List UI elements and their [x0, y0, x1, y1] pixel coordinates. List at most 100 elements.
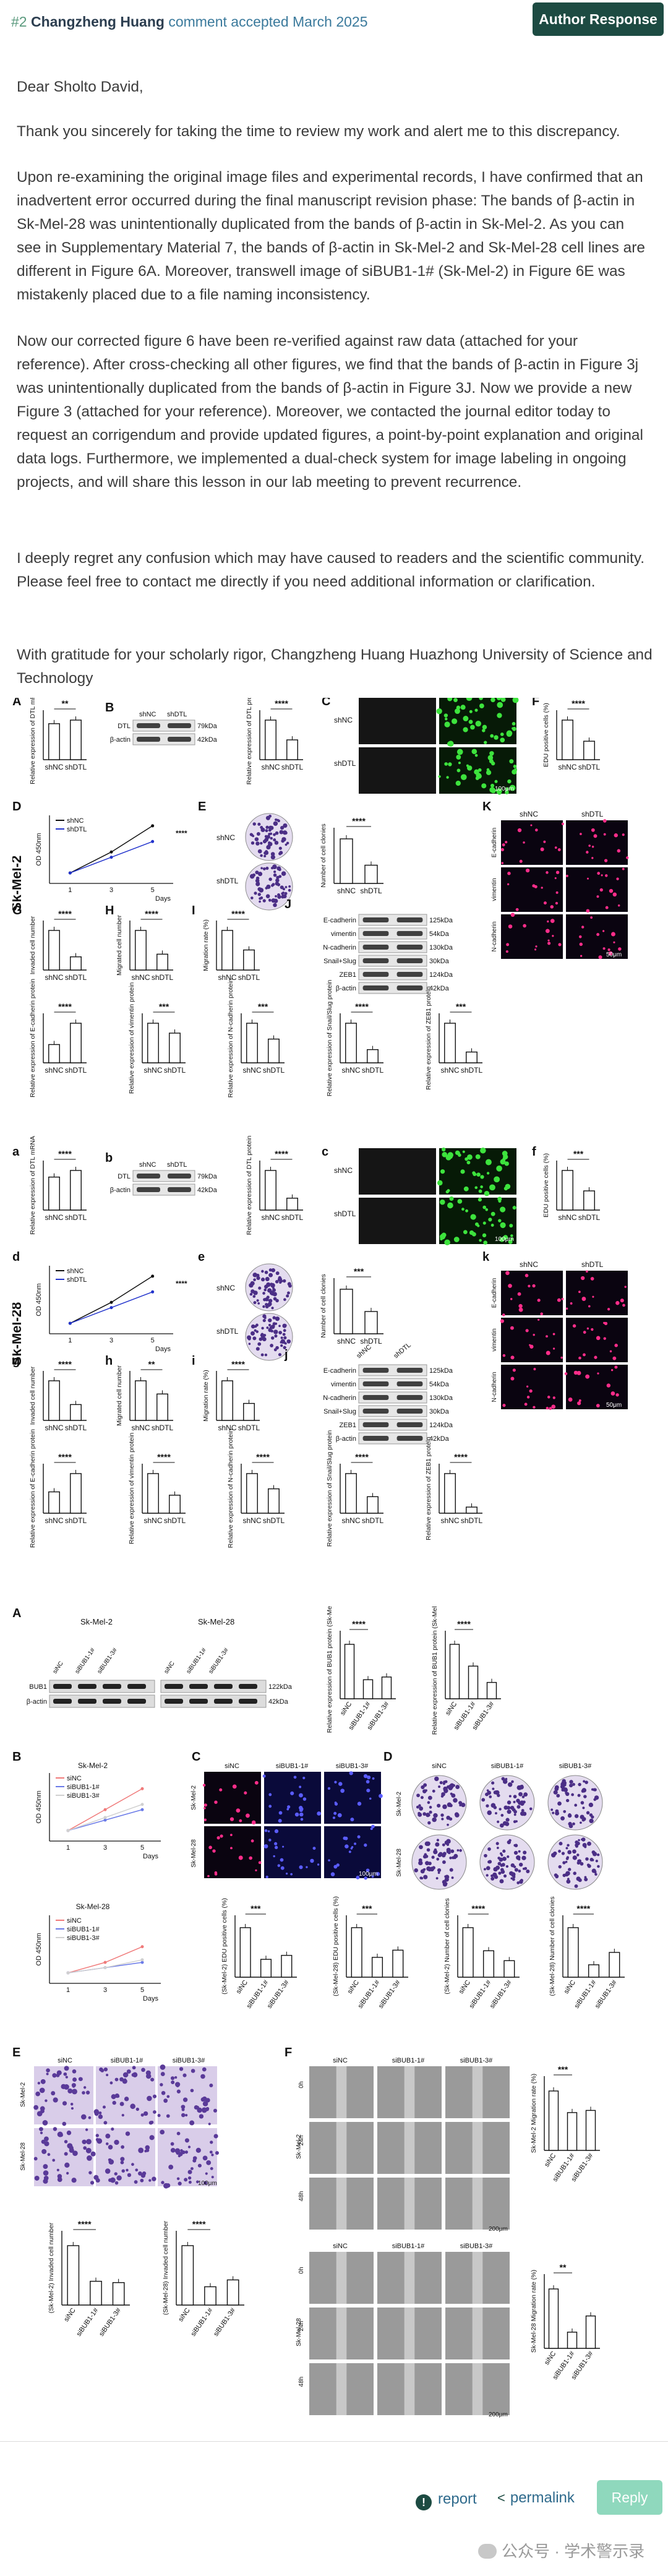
- colony: [565, 1791, 568, 1795]
- blot-band: [103, 1699, 121, 1704]
- colony: [256, 1299, 259, 1302]
- stained-cell: [178, 2181, 182, 2186]
- colony: [507, 1782, 513, 1787]
- fluor-cell: [610, 932, 615, 937]
- colony: [443, 1780, 446, 1784]
- fluor-cell: [532, 1284, 536, 1288]
- micrograph: [359, 1148, 436, 1195]
- stained-cell: [40, 2106, 45, 2111]
- blot-band: [53, 1684, 72, 1689]
- fluor-cell: [529, 1389, 533, 1393]
- series-point: [103, 1818, 107, 1822]
- colony: [436, 1857, 440, 1861]
- colony: [483, 1868, 486, 1871]
- fluor-cell: [614, 1344, 618, 1347]
- bar: [70, 1170, 82, 1211]
- time-label: 24h: [298, 2321, 305, 2332]
- fluor-cell: [366, 1868, 370, 1873]
- colony: [434, 1776, 439, 1782]
- colony: [439, 1780, 443, 1785]
- colony: [447, 1802, 452, 1808]
- fluor-cell: [609, 888, 614, 893]
- fluor-cell: [351, 1846, 354, 1848]
- bar: [486, 1681, 497, 1699]
- fluor-cell: [580, 833, 582, 835]
- condition-label: siBUB1-3#: [460, 2057, 493, 2064]
- fluor-cell: [622, 1303, 625, 1307]
- fluor-cell: [483, 1240, 487, 1245]
- stained-cell: [45, 2099, 48, 2102]
- reply-button[interactable]: Reply: [597, 2480, 662, 2515]
- blot-band: [168, 1174, 191, 1179]
- fluor-cell: [465, 1209, 469, 1213]
- bar: [583, 741, 595, 760]
- colony: [426, 1848, 430, 1852]
- y-axis-label: (Sk-Mel-2) Invaded cell number: [48, 2222, 55, 2313]
- cell-line-label: Sk-Mel-28: [20, 2142, 27, 2171]
- y-axis-label: Relative expression of Snail/Slug protei…: [326, 980, 333, 1097]
- fluor-cell: [216, 1836, 220, 1840]
- stained-cell: [210, 2166, 213, 2170]
- stained-cell: [182, 2097, 188, 2102]
- comment-number[interactable]: #2: [11, 14, 27, 30]
- report-link[interactable]: !report: [416, 2491, 477, 2510]
- micrograph: [501, 1271, 563, 1315]
- scratch-gap: [404, 2066, 415, 2118]
- blot-row-label: ZEB1: [339, 1422, 356, 1429]
- colony-dish: [547, 1775, 603, 1831]
- fluor-cell: [439, 1199, 445, 1205]
- permalink-link[interactable]: <permalink: [497, 2489, 575, 2507]
- blot-kda-label: 130kDa: [429, 1394, 453, 1402]
- y-axis-label: Invaded cell number: [29, 1366, 36, 1425]
- colony: [487, 1860, 491, 1864]
- fluor-cell: [591, 857, 594, 859]
- fluor-cell: [620, 1299, 624, 1303]
- blot-kda-label: 30kDa: [429, 1408, 450, 1415]
- panel-label: B: [105, 701, 114, 715]
- colony: [496, 1847, 499, 1849]
- colony: [256, 1276, 260, 1281]
- stained-cell: [119, 2102, 124, 2106]
- colony: [556, 1793, 560, 1798]
- colony: [497, 1820, 500, 1823]
- colony: [283, 1346, 286, 1349]
- fluor-cell: [490, 734, 494, 738]
- stained-cell: [66, 2130, 72, 2136]
- blot-band: [189, 1684, 208, 1689]
- fluor-cell: [597, 872, 601, 875]
- stained-cell: [82, 2091, 85, 2095]
- comment-author[interactable]: Changzheng Huang: [30, 14, 165, 30]
- y-axis-label: (Sk-Mel-2) EDU positive cells (%): [221, 1898, 228, 1994]
- fluor-cell: [286, 1808, 289, 1811]
- fluor-cell: [529, 1344, 534, 1349]
- fluor-cell: [502, 843, 505, 847]
- fluor-cell: [461, 1208, 465, 1211]
- fluor-cell: [491, 761, 495, 766]
- fluor-cell: [586, 909, 590, 913]
- fluor-cell: [498, 1200, 502, 1203]
- fluor-cell: [612, 1356, 617, 1360]
- fluor-cell: [581, 925, 584, 929]
- colony: [435, 1877, 439, 1880]
- bar: [351, 1927, 362, 1978]
- colony: [569, 1780, 573, 1784]
- legend-label: siNC: [67, 1917, 82, 1925]
- colony: [481, 1798, 486, 1802]
- fluor-cell: [561, 822, 564, 825]
- stained-cell: [34, 2176, 40, 2181]
- fluor-cell: [363, 1774, 368, 1779]
- stained-cell: [108, 2159, 114, 2165]
- fluor-cell: [263, 1844, 268, 1848]
- colony: [442, 1852, 447, 1856]
- x-tick-label: shDTL: [65, 1516, 87, 1525]
- stained-cell: [192, 2158, 197, 2163]
- fluor-cell: [327, 1787, 331, 1790]
- blot-row-label: N-cadherin: [323, 944, 356, 951]
- stained-cell: [148, 2179, 152, 2182]
- colony: [557, 1801, 562, 1806]
- stained-cell: [62, 2101, 67, 2106]
- colony: [272, 1324, 275, 1328]
- x-axis-label: Days: [155, 895, 171, 903]
